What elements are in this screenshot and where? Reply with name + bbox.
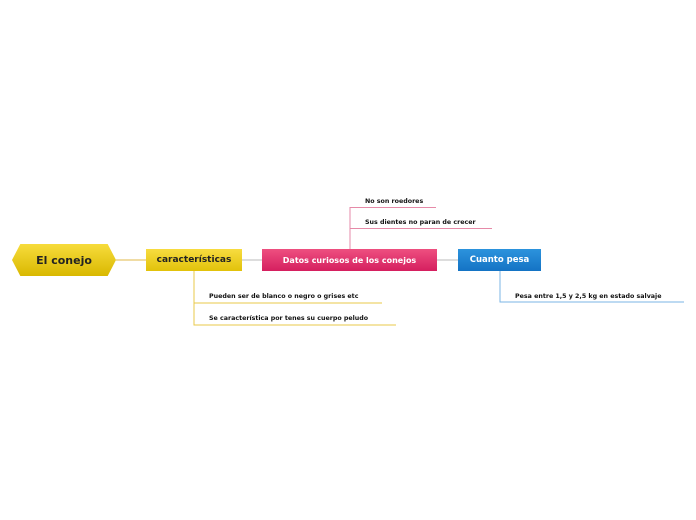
edge-caracteristicas-leaves bbox=[193, 271, 396, 326]
cuanto-pesa-node[interactable]: Cuanto pesa bbox=[458, 249, 541, 271]
leaf-no-roedores[interactable]: No son roedores bbox=[365, 198, 424, 205]
datos-curiosos-node[interactable]: Datos curiosos de los conejos bbox=[262, 249, 437, 271]
caracteristicas-node[interactable]: características bbox=[146, 249, 242, 271]
leaf-peludo[interactable]: Se característica por tenes su cuerpo pe… bbox=[209, 315, 369, 322]
leaf-peso[interactable]: Pesa entre 1,5 y 2,5 kg en estado salvaj… bbox=[515, 293, 662, 300]
datos-curiosos-label: Datos curiosos de los conejos bbox=[282, 255, 417, 265]
leaf-dientes[interactable]: Sus dientes no paran de crecer bbox=[365, 219, 476, 226]
caracteristicas-label: características bbox=[156, 255, 232, 265]
leaf-colores[interactable]: Pueden ser de blanco o negro o grises et… bbox=[209, 293, 359, 300]
cuanto-pesa-label: Cuanto pesa bbox=[469, 255, 530, 265]
edge-datos-leaves bbox=[349, 207, 492, 249]
root-node[interactable]: El conejo bbox=[12, 244, 116, 276]
edge-cuanto-leaf bbox=[499, 271, 684, 303]
root-label: El conejo bbox=[36, 253, 92, 267]
